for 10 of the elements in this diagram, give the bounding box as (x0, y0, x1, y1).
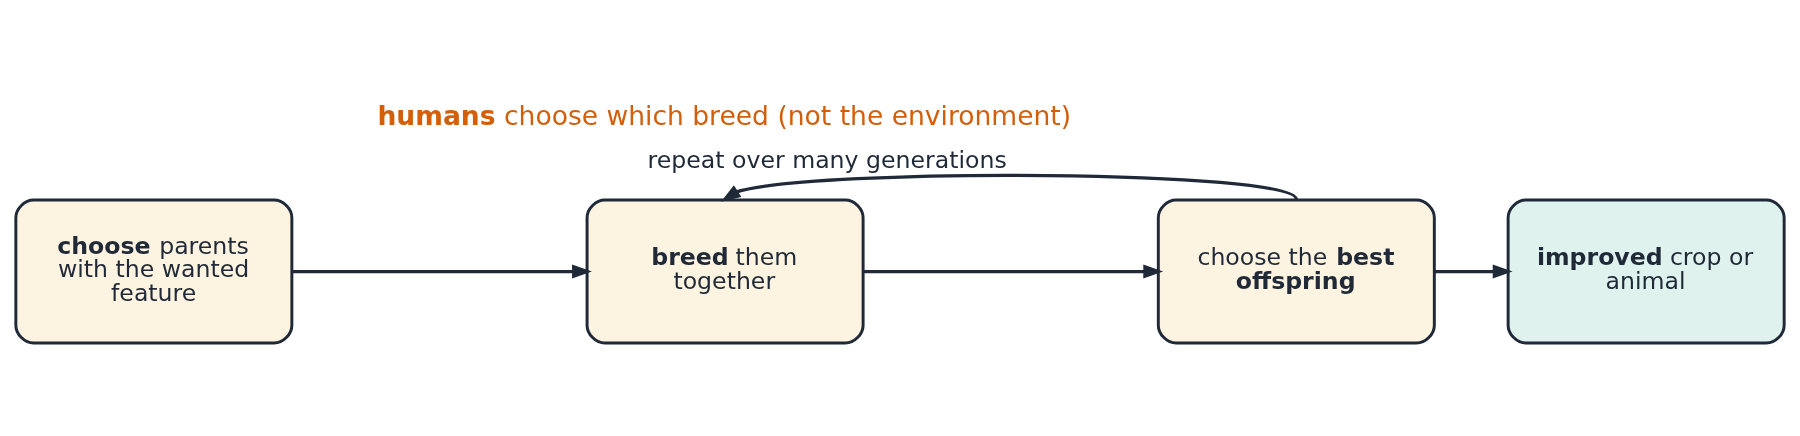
label: humans choose which breed (not the environment) (377, 99, 1072, 131)
node-box: improved crop or animal (1506, 198, 1786, 345)
arrow (292, 264, 592, 279)
node-box: choose parents with the wanted feature (14, 198, 294, 345)
node-box: breed them together (585, 198, 865, 345)
arrow (863, 264, 1164, 279)
node-box: choose the best offspring (1156, 198, 1436, 345)
arrow (1434, 264, 1513, 279)
edge-label: repeat over many generations (647, 145, 1007, 174)
arrow (720, 173, 1298, 202)
